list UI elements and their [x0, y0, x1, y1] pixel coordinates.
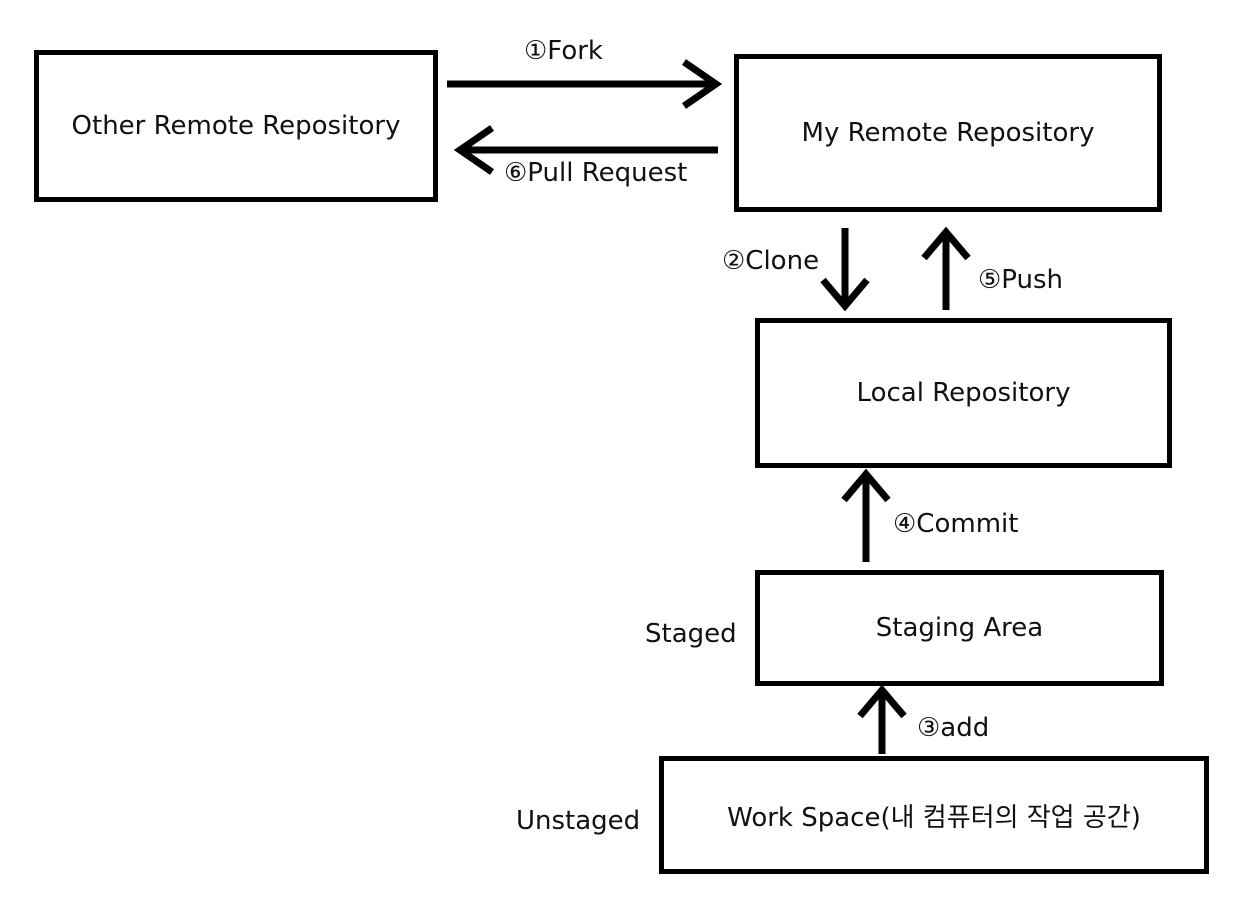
other-remote-repository-label: Other Remote Repository: [71, 111, 401, 141]
staging-area-box: Staging Area: [755, 570, 1164, 686]
push-arrow: [921, 226, 971, 310]
my-remote-repository-label: My Remote Repository: [801, 118, 1095, 148]
commit-arrow: [841, 468, 891, 562]
local-repository-label: Local Repository: [856, 378, 1071, 408]
staging-area-label: Staging Area: [875, 613, 1044, 643]
clone-arrow: [820, 228, 870, 312]
pull-request-step-label: ⑥Pull Request: [504, 158, 688, 188]
fork-arrow: [447, 59, 723, 109]
work-space-box: Work Space(내 컴퓨터의 작업 공간): [659, 756, 1209, 874]
clone-step-label: ②Clone: [722, 246, 820, 276]
commit-step-label: ④Commit: [893, 509, 1019, 539]
staged-state-label: Staged: [645, 619, 737, 649]
pull-request-arrow: [453, 125, 718, 175]
add-arrow: [857, 684, 907, 754]
my-remote-repository-box: My Remote Repository: [734, 54, 1162, 212]
push-step-label: ⑤Push: [978, 265, 1064, 295]
add-step-label: ③add: [917, 713, 990, 743]
other-remote-repository-box: Other Remote Repository: [34, 50, 438, 202]
fork-step-label: ①Fork: [524, 36, 603, 66]
local-repository-box: Local Repository: [755, 318, 1172, 468]
unstaged-state-label: Unstaged: [516, 806, 641, 836]
work-space-label: Work Space(내 컴퓨터의 작업 공간): [727, 802, 1141, 833]
